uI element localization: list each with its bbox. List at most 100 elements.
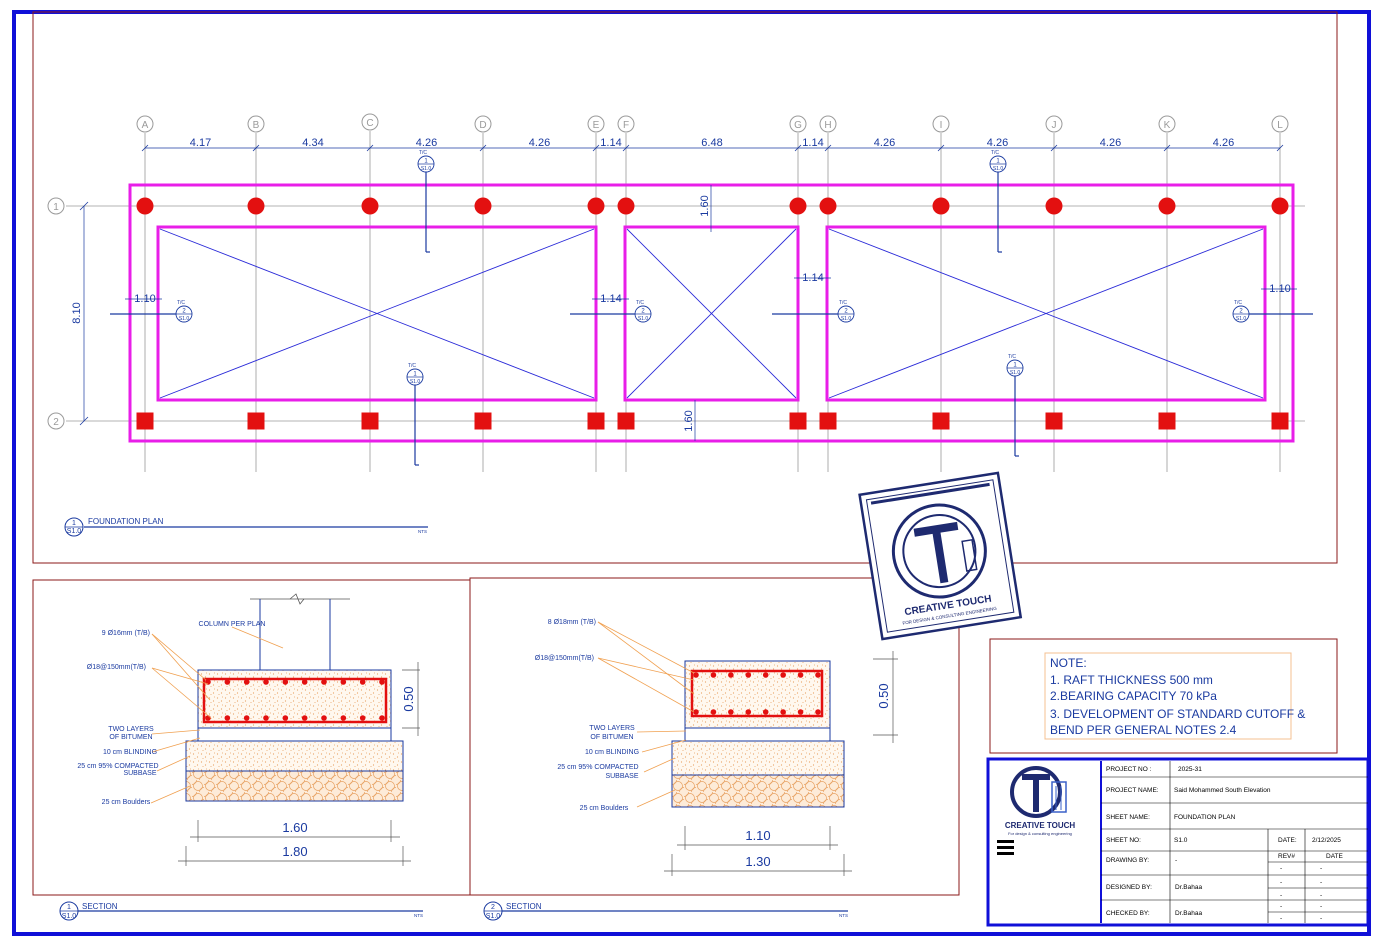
rebar-dot	[797, 672, 804, 678]
svg-text:A: A	[142, 120, 149, 131]
svg-text:-: -	[1320, 915, 1322, 922]
tb-rev-date-label: DATE	[1326, 853, 1344, 860]
section-cut-marker: 2S1.0T/C	[634, 300, 652, 323]
rebar-dot	[359, 679, 366, 685]
rebar-dot	[745, 709, 752, 715]
rebar-dot	[710, 672, 717, 678]
grid-bubble-g: G	[789, 115, 807, 133]
rebar-dot	[693, 672, 699, 678]
grid-bubble-k: K	[1158, 115, 1176, 133]
tb-sheet-name-label: SHEET NAME:	[1106, 814, 1150, 821]
tb-date: 2/12/2025	[1312, 837, 1341, 844]
column-square	[819, 412, 837, 430]
plan-viewport-border	[32, 11, 1338, 564]
column-round	[361, 197, 379, 215]
rebar-dot	[379, 679, 385, 685]
span-dimension: 6.48	[701, 137, 722, 149]
span-dimension: 4.26	[1100, 137, 1121, 149]
svg-text:K: K	[1164, 120, 1171, 131]
column-square	[1158, 412, 1176, 430]
svg-text:1: 1	[53, 202, 59, 213]
svg-text:E: E	[593, 120, 600, 131]
rebar-dot	[340, 715, 347, 721]
column-square	[361, 412, 379, 430]
section-cut-marker: 2S1.0T/C	[175, 300, 193, 323]
tb-designed-by: Dr.Bahaa	[1175, 884, 1202, 891]
svg-text:2: 2	[182, 309, 186, 315]
svg-text:NTS: NTS	[418, 529, 427, 534]
rebar-dot	[693, 709, 699, 715]
tb-checked-by: Dr.Bahaa	[1175, 910, 1202, 917]
rebar-dot	[243, 679, 250, 685]
rebar-dot	[379, 715, 385, 721]
svg-text:C: C	[366, 118, 373, 129]
rebar-dot	[263, 715, 269, 721]
svg-text:F: F	[623, 120, 629, 131]
svg-text:T/C: T/C	[419, 150, 427, 156]
s2-label-subbase-1: 25 cm 95% COMPACTED	[557, 764, 638, 771]
svg-text:2: 2	[844, 309, 848, 315]
section1-blinding	[197, 727, 392, 742]
tb-project-no-label: PROJECT NO :	[1106, 766, 1152, 773]
grid-bubble-h: H	[819, 115, 837, 133]
svg-text:T/C: T/C	[1008, 354, 1016, 360]
svg-text:L: L	[1277, 120, 1283, 131]
opening-left	[156, 225, 598, 402]
column-round	[474, 197, 492, 215]
svg-text:SECTION: SECTION	[82, 902, 118, 911]
column-square	[587, 412, 605, 430]
column-round	[617, 197, 635, 215]
column-round	[932, 197, 950, 215]
svg-text:2: 2	[1239, 309, 1243, 315]
section2-title-block: 2 S1.0 SECTION NTS	[483, 901, 848, 921]
grid-bubble-e: E	[587, 115, 605, 133]
tb-sheet-name: FOUNDATION PLAN	[1174, 814, 1236, 821]
column-square	[1271, 412, 1289, 430]
grid-bubble-c: C	[361, 113, 379, 131]
titleblock-logo: CREATIVE TOUCH For design & consulting e…	[1005, 766, 1075, 836]
row-bubble-2: 2	[47, 412, 65, 430]
svg-text:S1.0: S1.0	[486, 913, 501, 920]
rebar-dot	[321, 679, 327, 685]
section1-subbase	[185, 740, 404, 772]
span-dimension: 1.14	[600, 137, 621, 149]
span-dimension: 4.26	[987, 137, 1008, 149]
tb-drawing-by-label: DRAWING BY:	[1106, 857, 1149, 864]
svg-text:S1.0: S1.0	[1236, 316, 1247, 322]
svg-text:S1.0: S1.0	[638, 316, 649, 322]
grid-bubble-a: A	[136, 115, 154, 133]
tb-checked-by-label: CHECKED BY:	[1106, 910, 1150, 917]
svg-text:S1.0: S1.0	[62, 913, 77, 920]
s2-depth: 0.50	[876, 683, 891, 708]
plan-title: FOUNDATION PLAN	[88, 517, 164, 526]
rebar-dot	[224, 715, 231, 721]
row-bubble-1: 1	[47, 197, 65, 215]
plan-title-block: 1 S1.0 FOUNDATION PLAN NTS	[64, 517, 428, 537]
rebar-dot	[359, 715, 366, 721]
column-square	[789, 412, 807, 430]
title-block: CREATIVE TOUCH For design & consulting e…	[986, 757, 1370, 927]
s1-label-bitumen-1: TWO LAYERS	[108, 726, 154, 733]
svg-text:SECTION: SECTION	[506, 902, 542, 911]
svg-text:2: 2	[53, 417, 59, 428]
svg-text:B: B	[253, 120, 260, 131]
section2-viewport-border	[469, 577, 960, 896]
dim-strip-ef: 1.14	[600, 293, 621, 305]
svg-text:I: I	[940, 120, 943, 131]
section-cut-marker: 2S1.0T/C	[837, 300, 855, 323]
s2-label-subbase-2: SUBBASE	[605, 773, 638, 780]
rebar-dot	[762, 709, 769, 715]
dim-strip-gh: 1.14	[802, 272, 823, 284]
section-2-detail: 8 Ø18mm (T/B) Ø18@150mm(T/B) TWO LAYERS …	[483, 619, 898, 921]
span-dimension: 4.26	[874, 137, 895, 149]
notes-panel: NOTE: 1. RAFT THICKNESS 500 mm 2.BEARING…	[989, 638, 1338, 754]
menu-icon	[997, 840, 1014, 855]
svg-text:-: -	[1280, 903, 1282, 910]
svg-text:D: D	[479, 120, 486, 131]
svg-text:-: -	[1320, 865, 1322, 872]
section2-boulders	[671, 774, 845, 808]
grid-bubble-i: I	[932, 115, 950, 133]
svg-text:2: 2	[491, 904, 495, 911]
column-round	[247, 197, 265, 215]
